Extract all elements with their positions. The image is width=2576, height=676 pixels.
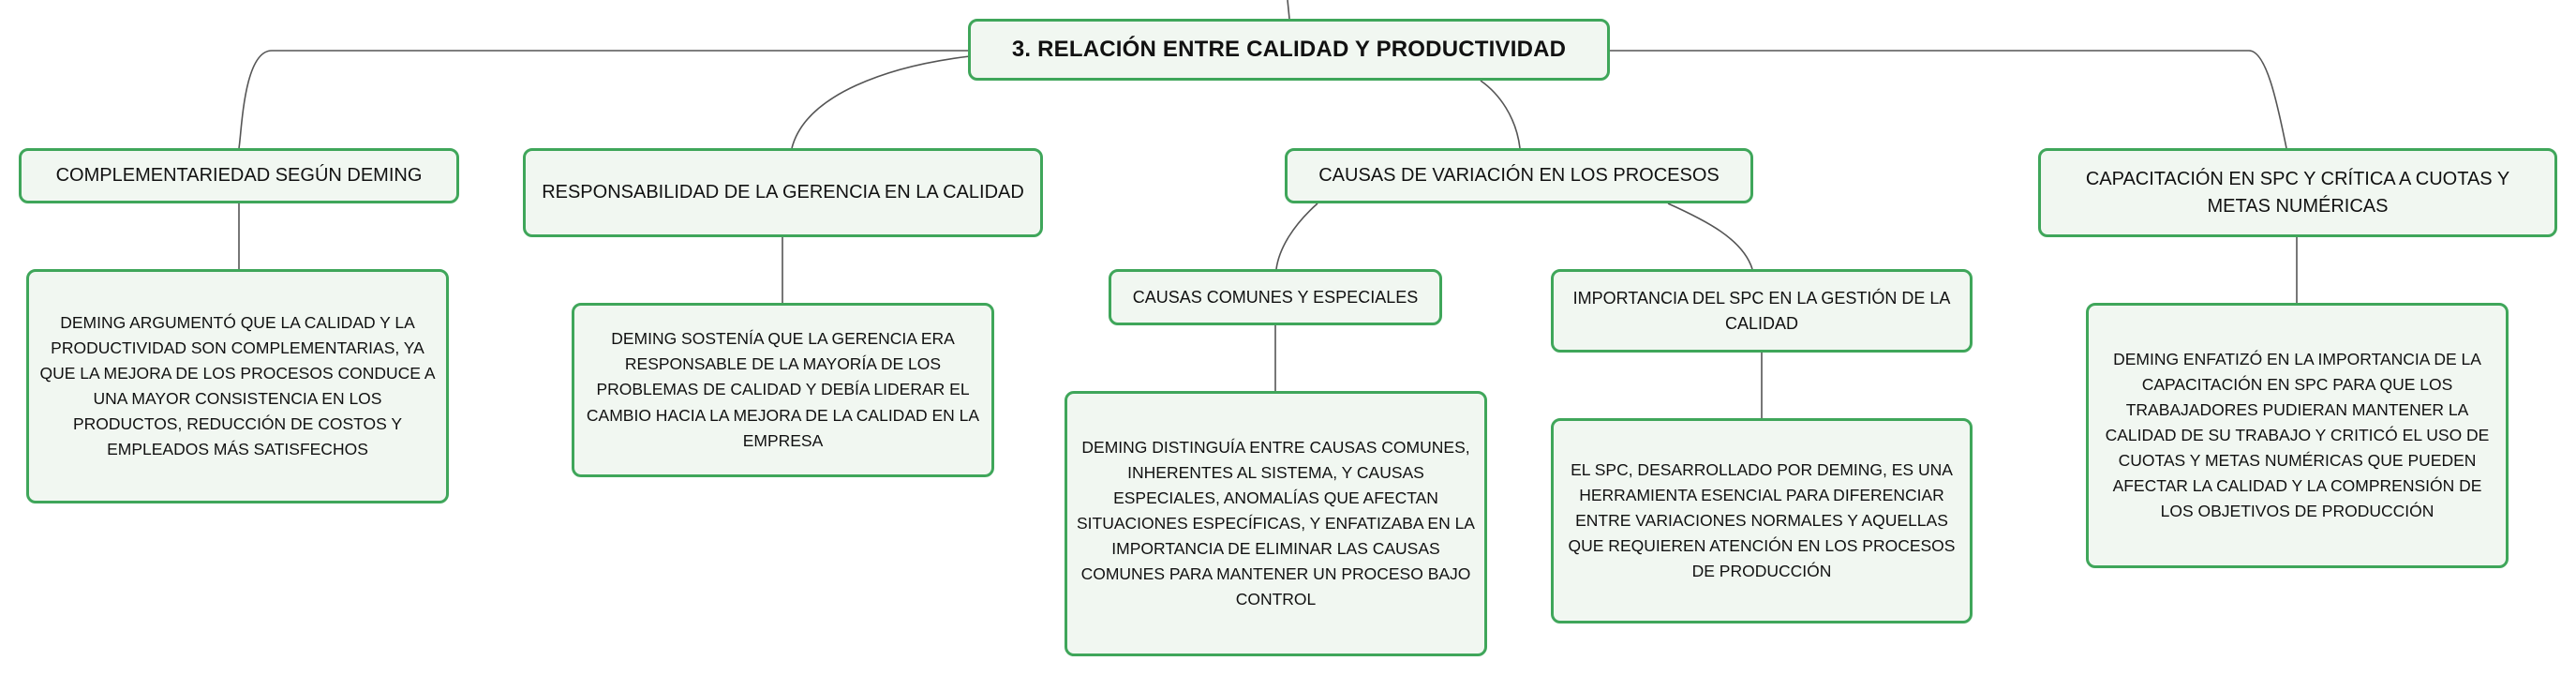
topic-capacitacion-spc[interactable]: CAPACITACIÓN EN SPC Y CRÍTICA A CUOTAS Y… (2038, 148, 2557, 237)
detail-importancia-spc[interactable]: EL SPC, DESARROLLADO POR DEMING, ES UNA … (1551, 418, 1973, 623)
detail-capacitacion-spc[interactable]: DEMING ENFATIZÓ EN LA IMPORTANCIA DE LA … (2086, 303, 2509, 568)
detail-causas-comunes[interactable]: DEMING DISTINGUÍA ENTRE CAUSAS COMUNES, … (1065, 391, 1487, 656)
topic-responsabilidad-gerencia[interactable]: RESPONSABILIDAD DE LA GERENCIA EN LA CAL… (523, 148, 1043, 237)
subtopic-importancia-spc[interactable]: IMPORTANCIA DEL SPC EN LA GESTIÓN DE LA … (1551, 269, 1973, 353)
detail-complementariedad[interactable]: DEMING ARGUMENTÓ QUE LA CALIDAD Y LA PRO… (26, 269, 449, 503)
subtopic-causas-comunes[interactable]: CAUSAS COMUNES Y ESPECIALES (1109, 269, 1442, 325)
connector-root-capacitacion (1610, 50, 2287, 149)
topic-causas-variacion[interactable]: CAUSAS DE VARIACIÓN EN LOS PROCESOS (1285, 148, 1753, 203)
connector-root-causas (1480, 80, 1521, 149)
topic-complementariedad[interactable]: COMPLEMENTARIEDAD SEGÚN DEMING (19, 148, 459, 203)
connector-causas-comunes (1275, 203, 1318, 270)
detail-responsabilidad-gerencia[interactable]: DEMING SOSTENÍA QUE LA GERENCIA ERA RESP… (572, 303, 994, 477)
connector-causas-spc (1667, 203, 1753, 270)
connector-root-parent (1287, 0, 1290, 20)
connector-root-complementariedad (238, 50, 968, 149)
connector-root-responsabilidad (791, 55, 971, 149)
root-node[interactable]: 3. RELACIÓN ENTRE CALIDAD Y PRODUCTIVIDA… (968, 19, 1610, 81)
